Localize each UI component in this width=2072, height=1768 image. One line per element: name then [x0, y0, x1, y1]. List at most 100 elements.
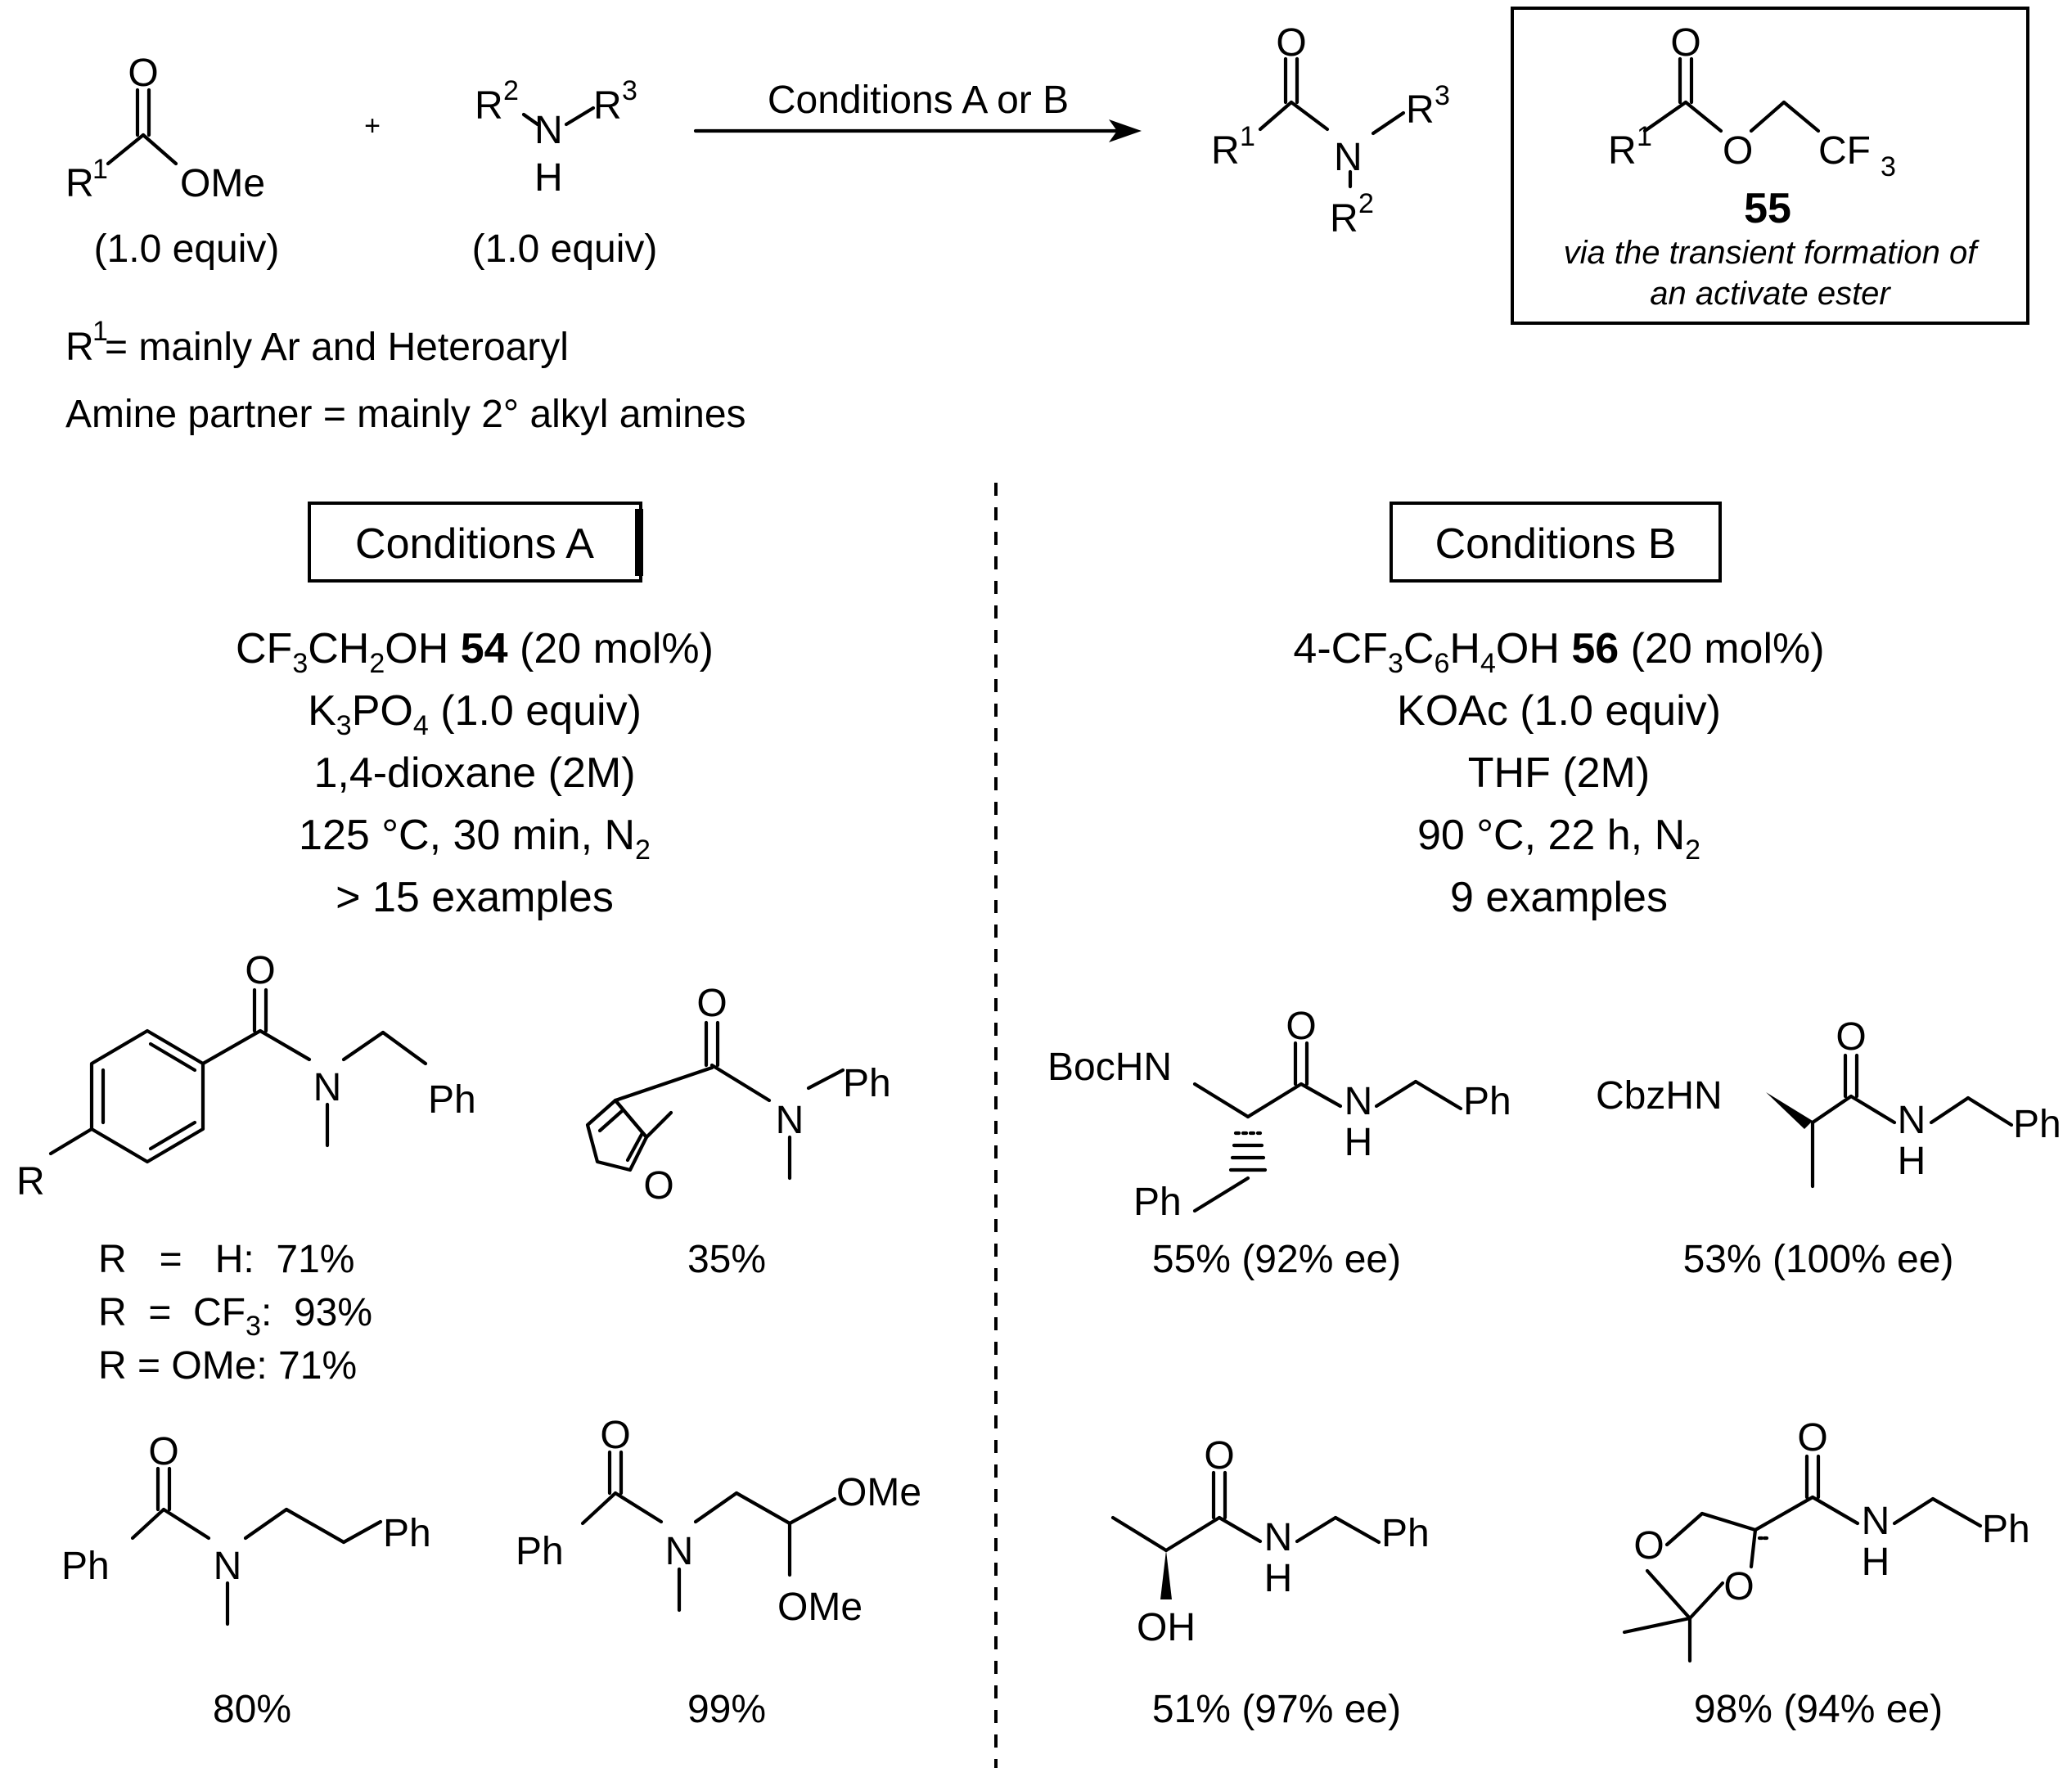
atom-n: N [665, 1530, 694, 1573]
atom-o: O [1286, 1005, 1316, 1048]
r1-superscript: 1 [92, 154, 108, 185]
atom-n: N [1862, 1500, 1890, 1543]
example-a4-benzamide: O Ph N OMe OMe 99% [516, 1414, 921, 1731]
conditions-a-line3: 1,4-dioxane (2M) [313, 749, 635, 797]
yield-a1-line2: R = CF3: 93% [98, 1291, 372, 1342]
atom-o: O [1670, 21, 1700, 65]
atom-oh: OH [1137, 1606, 1196, 1649]
atom-o: O [1633, 1524, 1664, 1568]
atom-o: O [1836, 1015, 1866, 1059]
conditions-a-line5: > 15 examples [336, 874, 614, 921]
cf3-subscript: 3 [1881, 151, 1896, 182]
atom-o: O [128, 52, 158, 95]
example-b3-lactamide: O N H Ph OH 51% (97% ee) [1110, 1434, 1430, 1731]
plus-sign: + [364, 110, 381, 142]
atom-o: O [148, 1430, 178, 1473]
example-a1-benzamide: O N Ph R R = H: 71% R = CF3: 93% R = OMe… [16, 949, 476, 1388]
atom-h: H [1264, 1557, 1293, 1600]
inset-note-line1: via the transient formation of [1564, 235, 1980, 271]
conditions-b-line4: 90 °C, 22 h, N2 [1417, 812, 1700, 866]
atom-n: N [534, 109, 563, 152]
example-a3-benzamide: O Ph N Ph 80% [61, 1430, 431, 1731]
example-b4-dioxolane-amide: O O O N H Ph 98% (94% ee) [1622, 1416, 2030, 1731]
atom-ph: Ph [383, 1512, 431, 1555]
atom-h: H [534, 156, 563, 200]
atom-h: H [1345, 1121, 1373, 1164]
atom-ph: Ph [1463, 1080, 1511, 1123]
atom-o: O [600, 1414, 630, 1457]
yield-b3: 51% (97% ee) [1152, 1688, 1401, 1731]
conditions-a-line1: CF3CH2OH 54 (20 mol%) [236, 625, 714, 679]
atom-ome: OMe [180, 162, 265, 205]
atom-o: O [1204, 1434, 1234, 1478]
reactant-amine: R 2 N H R 3 (1.0 equiv) [472, 75, 658, 271]
atom-n: N [1334, 136, 1363, 179]
atom-r: R [1608, 129, 1637, 173]
reactant1-equiv: (1.0 equiv) [94, 227, 280, 271]
atom-r: R [593, 84, 622, 128]
atom-ome: OMe [777, 1586, 863, 1629]
conditions-b-line5: 9 examples [1450, 874, 1668, 921]
reaction-arrow: Conditions A or B [693, 79, 1142, 142]
conditions-b-title: Conditions B [1435, 520, 1677, 568]
atom-h: H [1862, 1541, 1890, 1584]
yield-b4: 98% (94% ee) [1694, 1688, 1943, 1731]
atom-r: R [1330, 197, 1358, 241]
atom-ph: Ph [843, 1062, 891, 1105]
r3-superscript: 3 [1435, 80, 1450, 111]
reactant-methyl-ester: O R 1 OMe (1.0 equiv) [65, 52, 279, 271]
r1-superscript: 1 [1240, 121, 1255, 152]
atom-r: R [16, 1160, 45, 1203]
yield-a4: 99% [687, 1688, 766, 1731]
atom-cbzhn: CbzHN [1596, 1074, 1723, 1118]
activated-ester-inset: O R 1 O CF 3 55 via the transient format… [1511, 7, 2029, 325]
r3-superscript: 3 [622, 75, 637, 106]
yield-a2: 35% [687, 1238, 766, 1281]
atom-o: O [1723, 129, 1753, 173]
atom-ph: Ph [516, 1530, 564, 1573]
inset-note-line2: an activate ester [1650, 276, 1891, 312]
atom-o: O [1276, 21, 1306, 65]
conditions-b-line2: KOAc (1.0 equiv) [1397, 687, 1721, 735]
atom-ph: Ph [61, 1545, 110, 1588]
conditions-a-line4: 125 °C, 30 min, N2 [299, 812, 651, 866]
atom-n: N [313, 1066, 342, 1109]
product-amide: O R 1 N R 3 R 2 [1211, 21, 1450, 241]
atom-ph: Ph [1982, 1508, 2030, 1551]
atom-o: O [1797, 1416, 1827, 1460]
yield-a1-line1: R = H: 71% [98, 1238, 354, 1281]
conditions-a-title: Conditions A [355, 520, 594, 568]
atom-n: N [776, 1099, 804, 1142]
r1-note: = mainly Ar and Heteroaryl [105, 326, 569, 369]
r2-superscript: 2 [1358, 188, 1374, 219]
atom-r: R [65, 162, 94, 205]
atom-ph: Ph [1133, 1181, 1182, 1224]
atom-r: R [1211, 129, 1240, 173]
atom-bochn: BocHN [1047, 1046, 1172, 1089]
example-b1-boc-phe-amide: O BocHN N H Ph Ph 55% (92% ee) [1047, 1005, 1511, 1281]
scope-notes: R 1 = mainly Ar and Heteroaryl Amine par… [65, 316, 746, 436]
atom-ph: Ph [428, 1078, 476, 1122]
conditions-b-line1: 4-CF3C6H4OH 56 (20 mol%) [1293, 625, 1824, 679]
atom-ph: Ph [2013, 1103, 2061, 1146]
example-b2-cbz-ala-amide: O CbzHN N H Ph 53% (100% ee) [1596, 1015, 2061, 1281]
reactant2-equiv: (1.0 equiv) [472, 227, 658, 271]
atom-n: N [1264, 1516, 1293, 1559]
conditions-a-line2: K3PO4 (1.0 equiv) [308, 687, 642, 741]
atom-n: N [214, 1545, 242, 1588]
atom-r: R [1406, 88, 1435, 132]
amine-note: Amine partner = mainly 2° alkyl amines [65, 393, 746, 436]
conditions-b-panel: Conditions B 4-CF3C6H4OH 56 (20 mol%) KO… [1293, 502, 1825, 921]
atom-o: O [1723, 1565, 1754, 1608]
atom-o: O [643, 1164, 673, 1208]
r2-superscript: 2 [503, 75, 519, 106]
example-a2-furanamide: O O N Ph 35% [585, 982, 891, 1281]
arrow-label: Conditions A or B [768, 79, 1069, 122]
atom-h: H [1898, 1140, 1926, 1183]
atom-cf3: CF [1818, 129, 1871, 173]
r1-superscript: 1 [1637, 121, 1652, 152]
atom-r: R [65, 326, 94, 369]
conditions-a-panel: Conditions A CF3CH2OH 54 (20 mol%) K3PO4… [236, 502, 714, 921]
compound-number: 55 [1744, 185, 1791, 232]
